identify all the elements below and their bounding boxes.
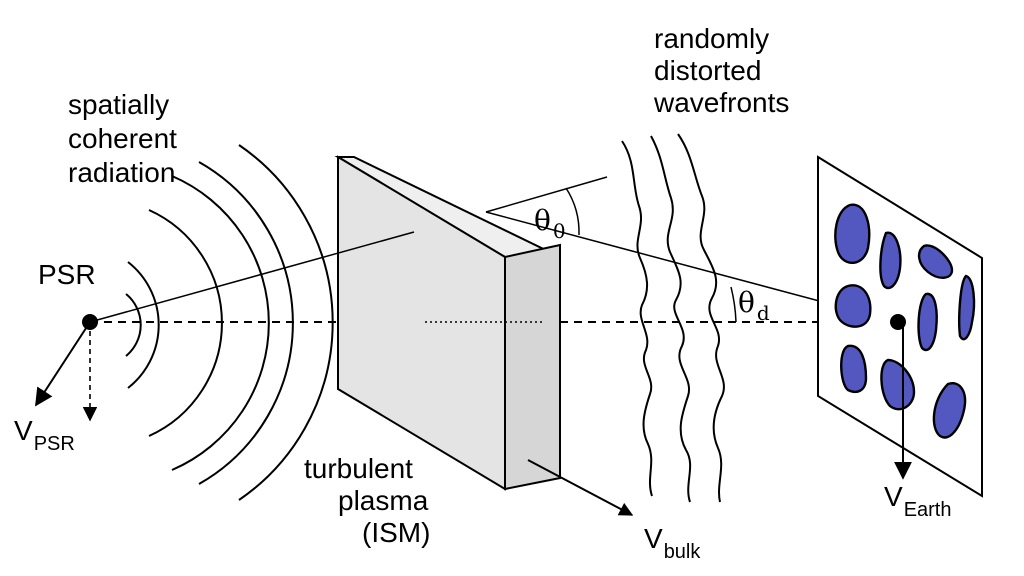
theta0-symbol: θ (534, 204, 551, 237)
ray-psr-to-slab (89, 231, 415, 323)
ray-theta0-reference (485, 176, 608, 213)
v-psr-subscript: PSR (34, 433, 75, 455)
slab-front-face (337, 155, 506, 491)
v-earth-label: VEarth (884, 481, 952, 521)
speckle (958, 274, 976, 341)
slab-side-face (504, 243, 561, 491)
wavefront-arc (171, 175, 270, 471)
wavefront-arc (148, 209, 223, 437)
v-bulk-arrow (527, 459, 634, 516)
earth-observer (890, 314, 912, 480)
psr-label: PSR (38, 259, 96, 290)
speckle (917, 244, 954, 279)
v-psr-arrow (35, 321, 91, 407)
thetad-symbol: θ (738, 286, 755, 319)
speckles (834, 203, 976, 439)
distorted-wavefronts (621, 133, 725, 503)
v-bulk-label: Vbulk (644, 523, 701, 563)
coherent-radiation-line-1: spatially (68, 89, 169, 120)
wavefront-arc (127, 261, 160, 389)
theta0-subscript: 0 (553, 219, 566, 243)
v-psr-label: VPSR (14, 415, 75, 455)
plasma-label: turbulent plasma (ISM) (304, 453, 430, 548)
coherent-radiation-line-3: radiation (68, 157, 175, 188)
coherent-radiation-line-2: coherent (68, 123, 177, 154)
thetad-subscript: d (757, 301, 770, 325)
turbulent-plasma-slab (334, 155, 561, 491)
wavefront-arc (125, 293, 142, 357)
theta0-angle-arc (565, 187, 580, 236)
plasma-line-1: turbulent (304, 453, 413, 484)
v-bulk-main: V (644, 523, 663, 554)
speckle (917, 292, 938, 352)
distorted-wavefront (650, 135, 692, 503)
coherent-radiation-label: spatially coherent radiation (68, 89, 177, 188)
speckle (880, 358, 916, 411)
distorted-wavefront (621, 140, 653, 497)
plasma-line-2: plasma (338, 485, 429, 516)
v-earth-main: V (884, 481, 903, 512)
plasma-line-3: (ISM) (362, 517, 430, 548)
speckle (879, 231, 902, 290)
wavefronts-label: randomly distorted wavefronts (653, 23, 789, 118)
thetad-angle-arc (730, 286, 737, 323)
speckle (840, 344, 868, 393)
wavefronts-line-1: randomly (654, 23, 769, 54)
distorted-wavefront (677, 133, 725, 503)
v-bulk-subscript: bulk (664, 541, 702, 563)
speckle (834, 284, 872, 328)
wavefronts-line-3: wavefronts (653, 87, 789, 118)
v-earth-subscript: Earth (904, 499, 952, 521)
pulsar (35, 314, 98, 422)
v-psr-main: V (14, 415, 33, 446)
speckle (932, 382, 967, 439)
wavefronts-line-2: distorted (654, 55, 761, 86)
speckle (834, 203, 871, 264)
